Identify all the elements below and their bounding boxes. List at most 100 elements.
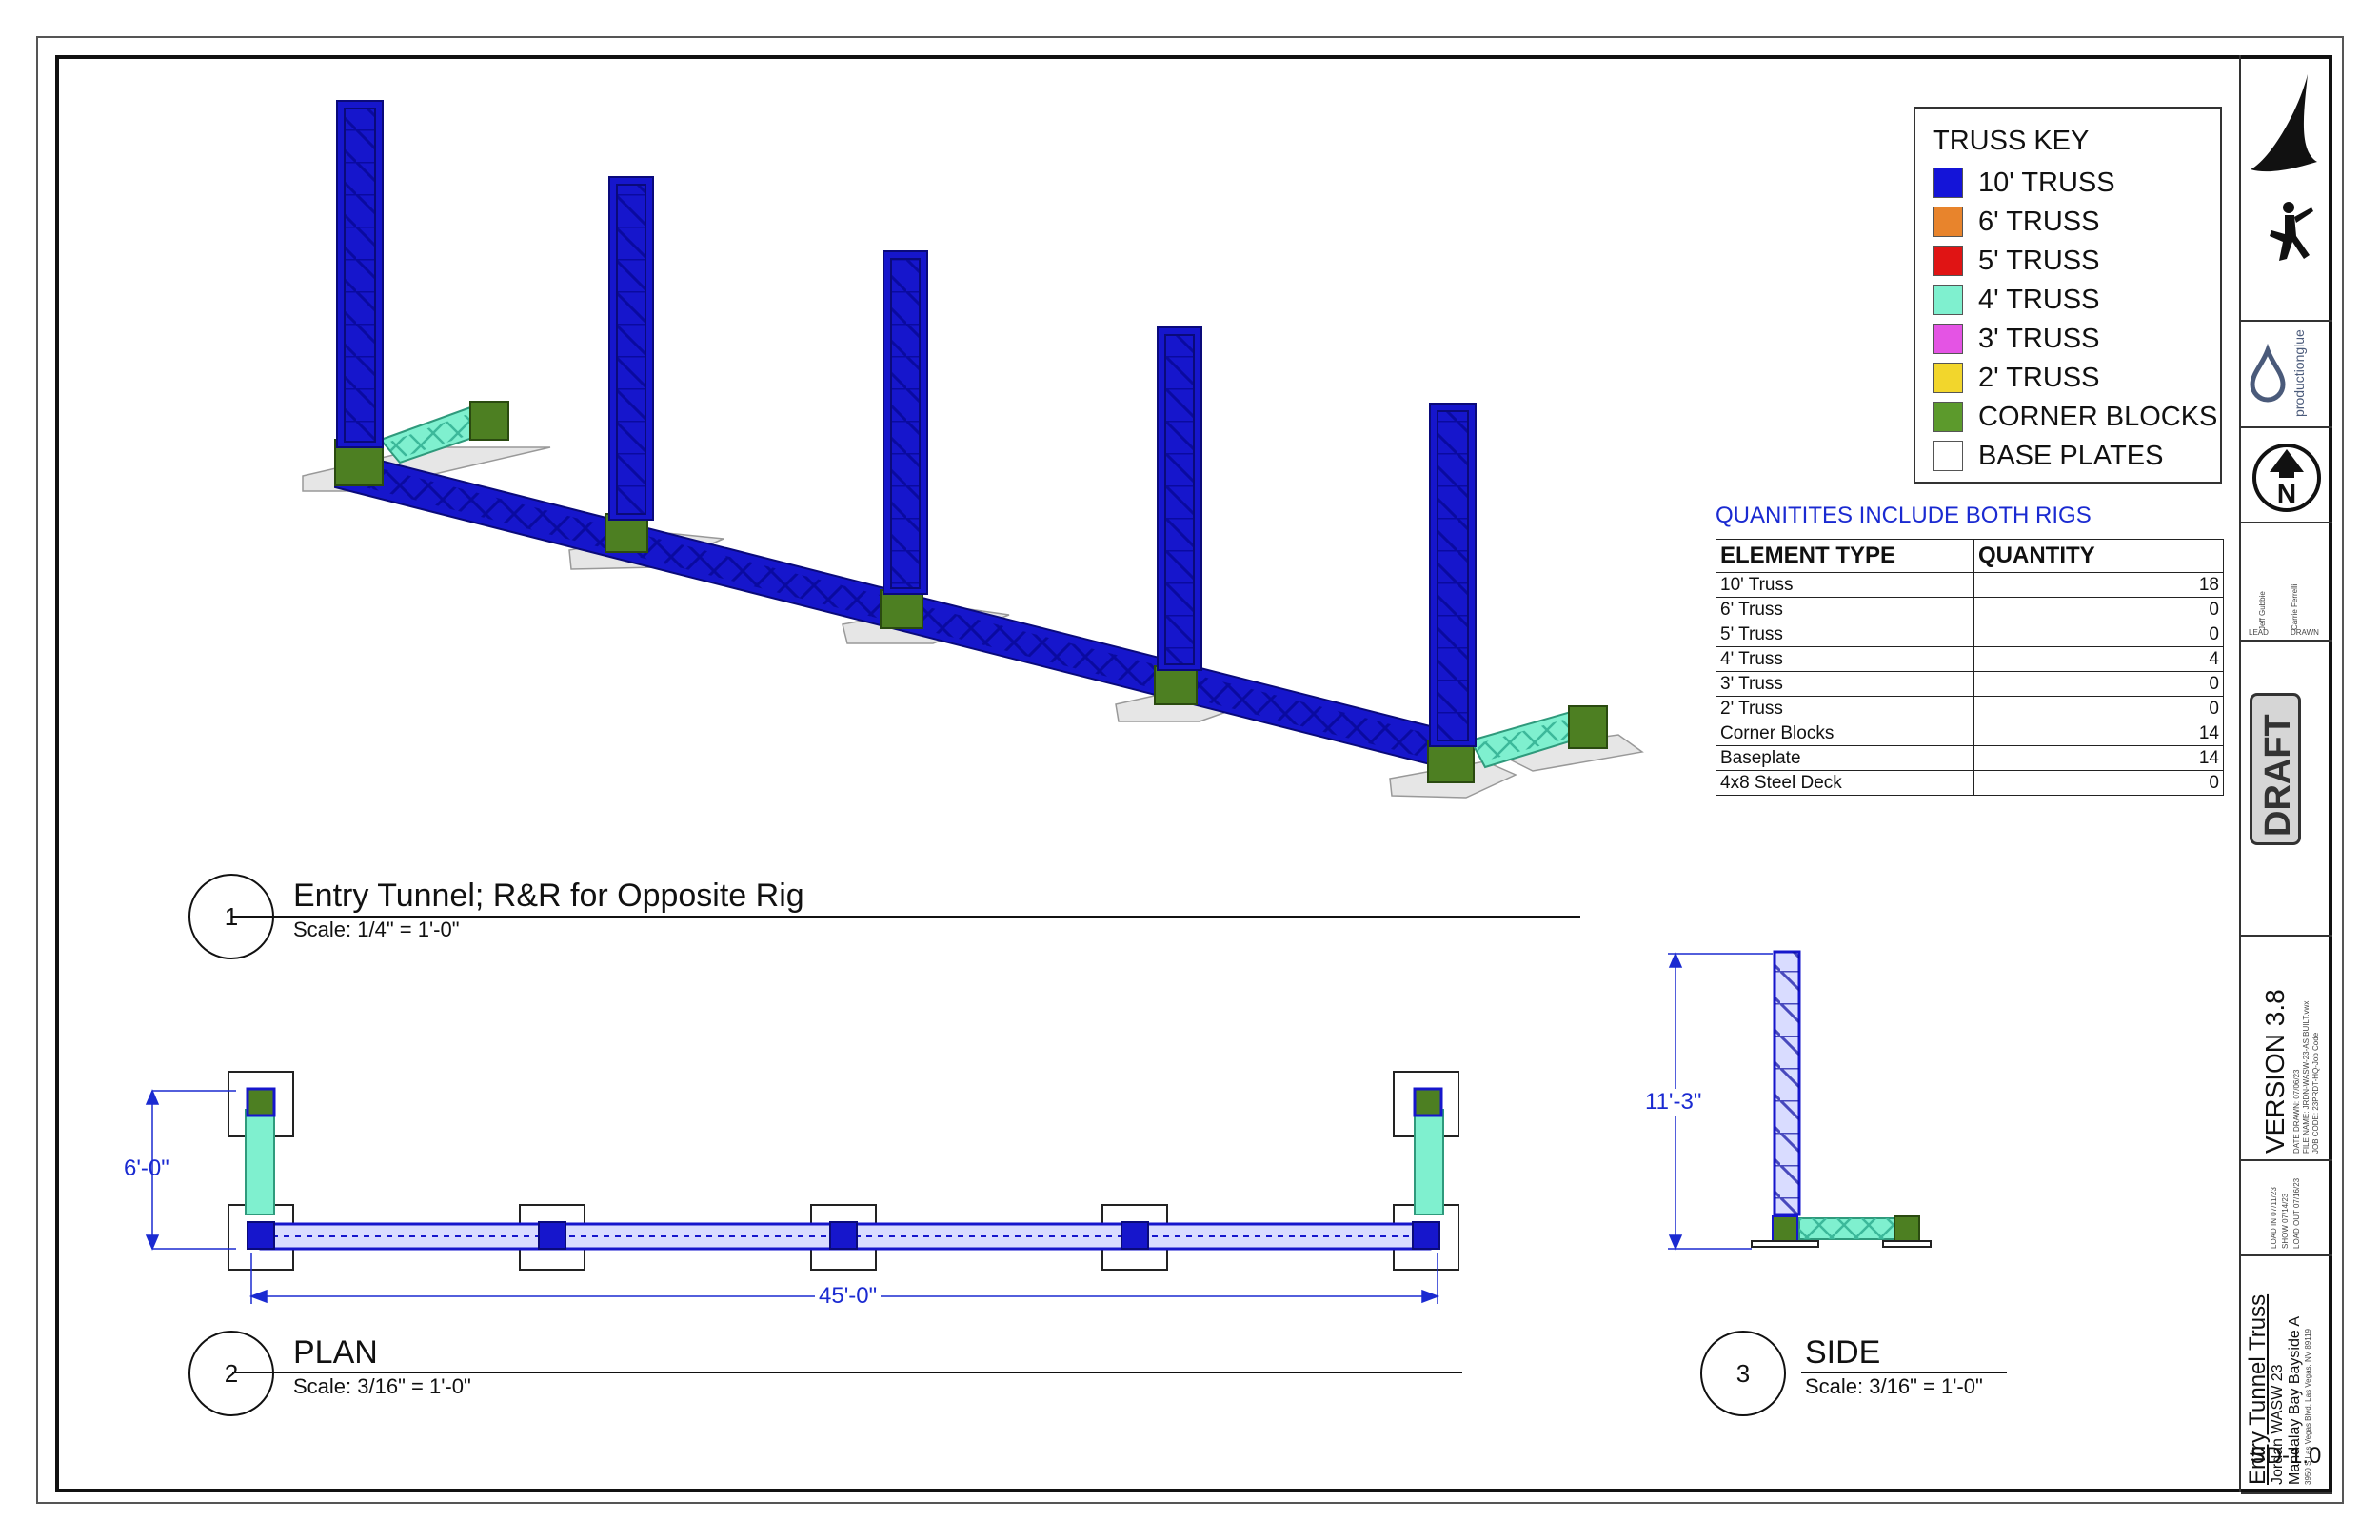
- legend-swatch: [1933, 441, 1963, 471]
- draft-cell: [2241, 642, 2332, 937]
- schedule-cell: LOAD IN 07/11/23 SHOW 07/14/23 LOAD OUT …: [2241, 1161, 2332, 1256]
- vertical-10ft-truss-towers: [336, 100, 1477, 747]
- logo-cell: [2241, 55, 2332, 322]
- legend-swatch: [1933, 246, 1963, 276]
- element-type-cell: 4x8 Steel Deck: [1716, 770, 1974, 796]
- legend-label: 3' TRUSS: [1978, 323, 2100, 354]
- legend-swatch: [1933, 168, 1963, 198]
- legend-label: 2' TRUSS: [1978, 362, 2100, 393]
- jumpman-logo-icon: [2270, 202, 2313, 261]
- load-out-date: LOAD OUT 07/16/23: [2292, 1177, 2301, 1249]
- quantity-cell: 0: [1973, 770, 2224, 796]
- legend-item: 2' TRUSS: [1933, 361, 2099, 395]
- version-cell: VERSION 3.8 DATE DRAWN: 07/06/23 FILE NA…: [2241, 937, 2332, 1161]
- job-code: JOB CODE: 23PRDT-HQ-Job Code: [2311, 1032, 2320, 1154]
- legend-swatch: [1933, 324, 1963, 354]
- legend-item: 3' TRUSS: [1933, 322, 2099, 356]
- lead-name: Jeff Gubbie: [2258, 591, 2267, 630]
- column-header: ELEMENT TYPE: [1716, 539, 1974, 573]
- view-number-plan: 2: [188, 1331, 274, 1416]
- view-number-iso: 1: [188, 874, 274, 959]
- version-label: VERSION 3.8: [2260, 989, 2290, 1154]
- legend-swatch: [1933, 207, 1963, 237]
- table-header-row: ELEMENT TYPE QUANTITY: [1716, 539, 2224, 573]
- legend-item: 10' TRUSS: [1933, 166, 2115, 200]
- date-drawn: DATE DRAWN: 07/06/23: [2292, 1069, 2301, 1154]
- quantity-cell: 14: [1973, 745, 2224, 771]
- element-type-cell: 10' Truss: [1716, 572, 1974, 598]
- team-cell: Jeff Gubbie Carrie Ferrelli LEAD DRAWN: [2241, 523, 2332, 642]
- legend-swatch: [1933, 402, 1963, 432]
- legend-item: 5' TRUSS: [1933, 244, 2099, 278]
- quantity-note: QUANITITES INCLUDE BOTH RIGS: [1716, 503, 2092, 528]
- view-title-plan: PLAN: [293, 1334, 378, 1371]
- legend-swatch: [1933, 285, 1963, 315]
- green-4ft-truss-left: [379, 401, 509, 464]
- quantity-cell: 0: [1973, 671, 2224, 697]
- view-scale-side: Scale: 3/16" = 1'-0": [1805, 1374, 1983, 1398]
- legend-item: 4' TRUSS: [1933, 283, 2099, 317]
- draft-label: DRAFT: [2258, 714, 2298, 837]
- truss-key-legend: TRUSS KEY 10' TRUSS 6' TRUSS 5' TRUSS 4'…: [1914, 107, 2222, 484]
- element-type-cell: Baseplate: [1716, 745, 1974, 771]
- draft-stamp: DRAFT: [2250, 693, 2301, 845]
- element-type-cell: 5' Truss: [1716, 622, 1974, 647]
- element-type-cell: 6' Truss: [1716, 597, 1974, 622]
- element-type-cell: 3' Truss: [1716, 671, 1974, 697]
- legend-label: 4' TRUSS: [1978, 284, 2100, 315]
- productionglue-logo: productionglue: [2250, 329, 2307, 417]
- load-in-date: LOAD IN 07/11/23: [2270, 1187, 2278, 1249]
- truss-key-title: TRUSS KEY: [1933, 126, 2090, 156]
- brand-logos: [2251, 74, 2317, 261]
- legend-label: CORNER BLOCKS: [1978, 401, 2218, 432]
- view-title-side: SIDE: [1805, 1334, 1881, 1371]
- legend-item: BASE PLATES: [1933, 439, 2164, 473]
- north-arrow: N: [2252, 444, 2321, 512]
- quantity-cell: 14: [1973, 721, 2224, 746]
- isometric-truss-view: [302, 100, 1644, 799]
- view-title-iso: Entry Tunnel; R&R for Opposite Rig: [293, 878, 804, 914]
- north-label: N: [2277, 479, 2296, 508]
- quantity-cell: 18: [1973, 572, 2224, 598]
- north-arrow-cell: N: [2241, 428, 2332, 523]
- title-block: productionglue N Jeff Gubbie Carrie Ferr…: [2239, 55, 2332, 1494]
- swoosh-logo-icon: [2251, 74, 2317, 172]
- legend-label: 5' TRUSS: [1978, 245, 2100, 276]
- view-scale-plan: Scale: 3/16" = 1'-0": [293, 1374, 471, 1398]
- sheet-drawing-border: [55, 55, 2332, 1492]
- plan-width-dimension: 45'-0": [815, 1283, 882, 1310]
- legend-label: 10' TRUSS: [1978, 167, 2115, 198]
- plan-view: [145, 1071, 1459, 1304]
- legend-label: 6' TRUSS: [1978, 206, 2100, 237]
- project-info-cell: Entry Tunnel Truss Jordan WASW 23 Mandal…: [2241, 1256, 2332, 1494]
- drawn-label: DRAWN: [2291, 628, 2319, 637]
- side-height-dimension: 11'-3": [1645, 1089, 1702, 1116]
- drawn-name: Carrie Ferrelli: [2291, 583, 2299, 630]
- plan-depth-dimension: 6'-0": [124, 1155, 169, 1181]
- drop-logo-icon: [2250, 343, 2286, 403]
- quantity-cell: 0: [1973, 696, 2224, 721]
- column-header: QUANTITY: [1973, 539, 2224, 573]
- file-name: FILE NAME: JRDN-WASW-23-AS BUILT.vwx: [2302, 1000, 2311, 1154]
- quantity-cell: 0: [1973, 597, 2224, 622]
- legend-item: CORNER BLOCKS: [1933, 400, 2217, 434]
- sheet-number: SD-1.0: [2250, 1443, 2322, 1469]
- quantity-cell: 4: [1973, 646, 2224, 672]
- sheet-outer-border: [36, 36, 2344, 1504]
- lead-label: LEAD: [2249, 628, 2269, 637]
- legend-swatch: [1933, 363, 1963, 393]
- green-4ft-truss-right: [1469, 705, 1608, 769]
- company-logo-cell: productionglue: [2241, 322, 2332, 428]
- element-type-cell: 4' Truss: [1716, 646, 1974, 672]
- brand-name: productionglue: [2291, 329, 2307, 417]
